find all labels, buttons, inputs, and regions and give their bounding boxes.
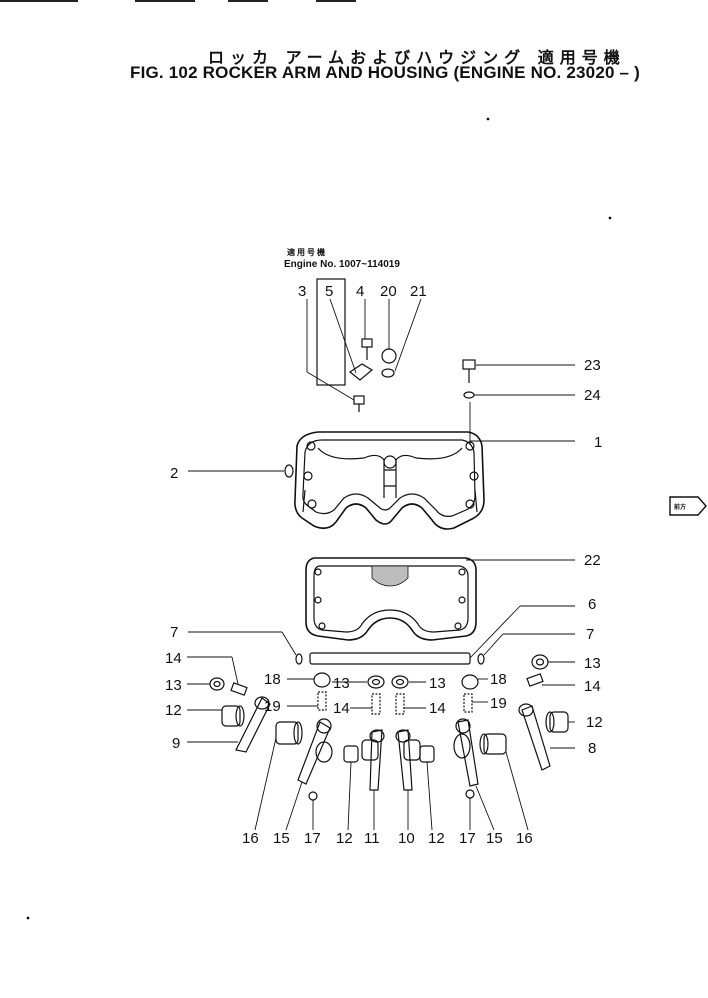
part-label: 19 (264, 698, 281, 715)
part-label: 16 (242, 830, 259, 847)
bolt-group (306, 278, 422, 412)
part-label: 13 (584, 655, 601, 672)
part-label: 18 (490, 671, 507, 688)
washer (381, 368, 395, 378)
part-label: 24 (584, 387, 601, 404)
part-label: 22 (584, 552, 601, 569)
part-label: 14 (584, 678, 601, 695)
part-label: 6 (588, 596, 596, 613)
part-number-labels: 1 2 3 4 5 6 7 7 8 9 10 11 12 12 12 12 13… (165, 283, 603, 847)
o-ring (284, 464, 294, 478)
part-label: 14 (333, 700, 350, 717)
part-label: 13 (333, 675, 350, 692)
part-label: 18 (264, 671, 281, 688)
part-label: 13 (429, 675, 446, 692)
bolt-head (353, 395, 365, 405)
gasket (305, 557, 575, 641)
part-5-bracket-box (316, 278, 346, 386)
part-label: 11 (364, 830, 380, 847)
part-label: 7 (170, 624, 178, 641)
part-label: 12 (428, 830, 445, 847)
part-label: 3 (298, 283, 306, 300)
part-label: 15 (273, 830, 290, 847)
rocker-shaft-group (188, 605, 575, 665)
rocker-housing (188, 402, 575, 530)
figure-title-japanese: ロッカ アームおよびハウジング 適用号機 (208, 48, 626, 67)
part-label: 15 (486, 830, 503, 847)
part-label: 23 (584, 357, 601, 374)
part-label: 17 (459, 830, 476, 847)
part-label: 14 (165, 650, 182, 667)
part-label: 10 (398, 830, 415, 847)
page-tab-arrow[interactable] (669, 496, 707, 516)
part-label: 2 (170, 465, 178, 482)
part-label: 4 (356, 283, 364, 300)
bolt-23-group (462, 359, 575, 399)
rocker-arm-9 (187, 656, 333, 831)
part-label: 12 (586, 714, 603, 731)
top-rule (0, 0, 78, 2)
part-label: 8 (588, 740, 596, 757)
bolt-head (361, 338, 373, 348)
part-label: 12 (336, 830, 353, 847)
part-label: 21 (410, 283, 427, 300)
part-label: 17 (304, 830, 321, 847)
part-label: 19 (490, 695, 507, 712)
rocker-arm-right (453, 654, 575, 831)
part-label: 9 (172, 735, 180, 752)
part-label: 12 (165, 702, 182, 719)
ring (477, 653, 485, 665)
figure-title: FIG. 102 ROCKER ARM AND HOUSING (ENGINE … (130, 63, 640, 82)
top-rule (228, 0, 268, 2)
part-label: 5 (325, 283, 333, 300)
rocker-arm-center (332, 675, 435, 831)
engine-range-note: Engine No. 1007~114019 (284, 259, 400, 270)
cap-nut (381, 348, 397, 364)
part-label: 1 (594, 434, 602, 451)
top-rule (135, 0, 195, 2)
top-rule (316, 0, 356, 2)
part-label: 7 (586, 626, 594, 643)
bolt-head (462, 359, 476, 370)
part-label: 16 (516, 830, 533, 847)
ring (295, 653, 303, 665)
page-tab-label: 前方 (674, 504, 687, 511)
part-label: 14 (429, 700, 446, 717)
washer (463, 391, 475, 399)
part-label: 20 (380, 283, 397, 300)
rocker-shaft (309, 652, 471, 665)
plate (348, 363, 374, 381)
part-label: 13 (165, 677, 182, 694)
applicability-label: 適用号機 (287, 248, 327, 257)
